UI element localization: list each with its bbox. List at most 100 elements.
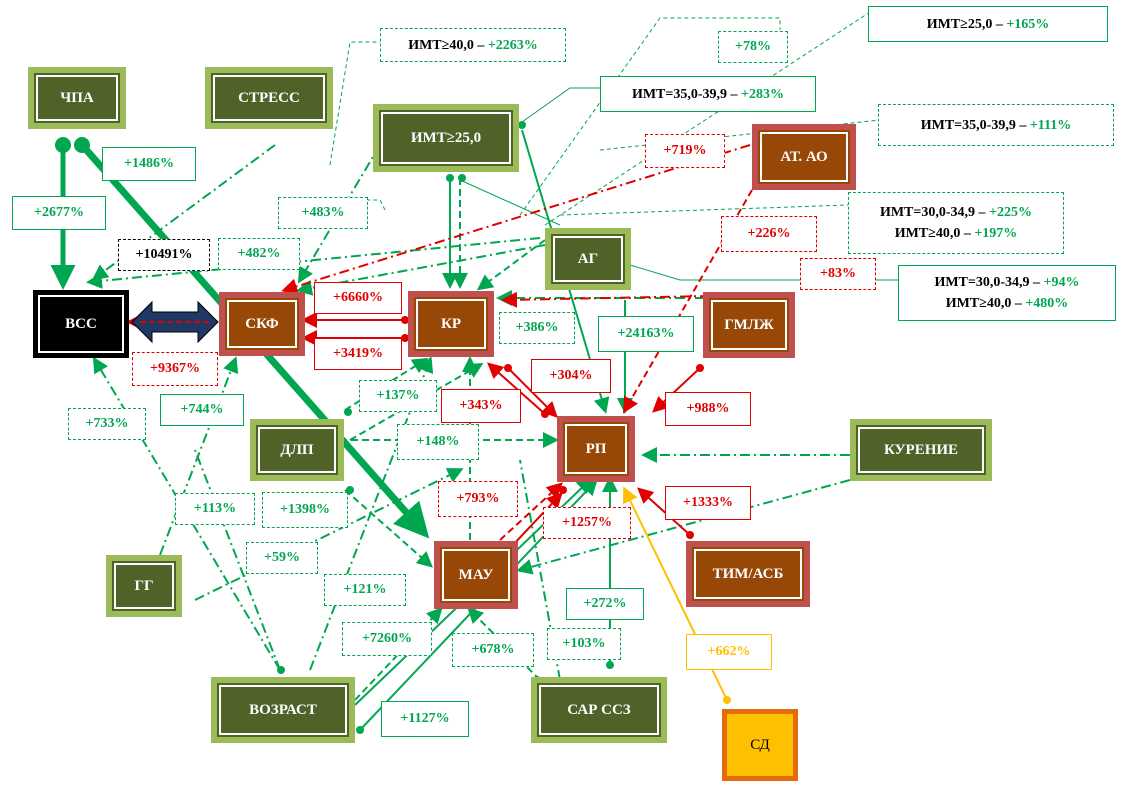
node-skf-label: СКФ — [245, 315, 279, 332]
node-gmlzh-label: ГМЛЖ — [724, 316, 774, 333]
label-p7260: +7260% — [342, 622, 432, 656]
label-p793: +793% — [438, 481, 518, 517]
node-stress[interactable]: СТРЕСС — [205, 67, 333, 129]
label-p662: +662% — [686, 634, 772, 670]
node-gmlzh[interactable]: ГМЛЖ — [703, 292, 795, 358]
node-imt25[interactable]: ИМТ≥25,0 — [373, 104, 519, 172]
node-sar-ssz-label: САР ССЗ — [567, 701, 631, 718]
node-chpa[interactable]: ЧПА — [28, 67, 126, 129]
node-tim-asb[interactable]: ТИМ/АСБ — [686, 541, 810, 607]
node-mau-label: МАУ — [458, 566, 494, 583]
node-tim-asb-label: ТИМ/АСБ — [712, 565, 784, 582]
line-imt25-ag — [459, 179, 561, 226]
label-p137: +137% — [359, 380, 437, 412]
dot-imt25-c — [518, 121, 526, 129]
node-kr[interactable]: КР — [408, 291, 494, 357]
edge-imt25-skf — [297, 144, 381, 284]
node-ag[interactable]: АГ — [545, 228, 631, 290]
dot-gmlzh — [696, 364, 704, 372]
edge-ag-kr — [476, 239, 546, 291]
dot-chpa-1 — [55, 137, 71, 153]
node-imt25-label: ИМТ≥25,0 — [410, 129, 482, 146]
info-imt40: ИМТ≥40,0 – +2263% — [380, 28, 566, 62]
info-imt35-283: ИМТ=35,0-39,9 – +283% — [600, 76, 816, 112]
label-p78: +78% — [718, 31, 788, 63]
node-kr-label: КР — [440, 315, 462, 332]
label-p3419: +3419% — [314, 338, 402, 370]
node-gg-label: ГГ — [134, 577, 154, 594]
label-p483: +483% — [278, 197, 368, 229]
node-dlp[interactable]: ДЛП — [250, 419, 344, 481]
label-p148: +148% — [397, 424, 479, 460]
label-p719: +719% — [645, 134, 725, 168]
node-rp-label: РП — [585, 440, 607, 457]
label-p1127: +1127% — [381, 701, 469, 737]
dot-kr-2 — [401, 334, 409, 342]
node-kurenie-label: КУРЕНИЕ — [883, 441, 959, 458]
node-mau[interactable]: МАУ — [434, 541, 518, 609]
edge-vozrast-kr — [309, 356, 434, 671]
node-sd-label: СД — [750, 736, 770, 753]
info-imt35-111: ИМТ=35,0-39,9 – +111% — [878, 104, 1114, 146]
label-p9367: +9367% — [132, 352, 218, 386]
label-p343: +343% — [441, 389, 521, 423]
node-vozrast-label: ВОЗРАСТ — [249, 701, 317, 718]
double-arrow-vss-skf — [131, 300, 219, 344]
dot-kr-red — [504, 364, 512, 372]
label-p103: +103% — [547, 628, 621, 660]
dot-imt25-a — [446, 174, 454, 182]
label-p10491: +10491% — [118, 239, 210, 271]
dot-vozrast-b — [356, 726, 364, 734]
label-p83: +83% — [800, 258, 876, 290]
edge-dlp-mau — [344, 489, 433, 568]
label-p226: +226% — [721, 216, 817, 252]
dot-dlp — [344, 408, 352, 416]
label-p1257: +1257% — [543, 507, 631, 539]
edge-dlp-kr-b — [349, 363, 484, 441]
dot-sar-a — [606, 661, 614, 669]
dot-kr-1 — [401, 316, 409, 324]
node-sd[interactable]: СД — [722, 709, 798, 781]
info-imt30-225: ИМТ=30,0-34,9 – +225%ИМТ≥40,0 – +197% — [848, 192, 1064, 254]
node-kurenie[interactable]: КУРЕНИЕ — [850, 419, 992, 481]
label-p1398: +1398% — [262, 492, 348, 528]
leader-imt35-283 — [521, 87, 600, 123]
info-imt25-top: ИМТ≥25,0 – +165% — [868, 6, 1108, 42]
node-gg[interactable]: ГГ — [106, 555, 182, 617]
label-p272: +272% — [566, 588, 644, 620]
label-p6660: +6660% — [314, 282, 402, 314]
label-p2677: +2677% — [12, 196, 106, 230]
node-sar-ssz[interactable]: САР ССЗ — [531, 677, 667, 743]
dot-vozrast — [277, 666, 285, 674]
edge-imt25-vss — [86, 237, 541, 289]
label-p59: +59% — [246, 542, 318, 574]
dot-imt25-b — [458, 174, 466, 182]
edge-gg-kr — [194, 468, 464, 601]
dot-tim — [686, 531, 694, 539]
node-at-ao-label: АТ. АО — [780, 148, 828, 165]
dot-rp-red — [541, 410, 549, 418]
node-ag-label: АГ — [577, 250, 599, 267]
leader-imt25-top — [544, 11, 871, 226]
node-vss[interactable]: ВСС — [33, 290, 129, 358]
label-p733: +733% — [68, 408, 146, 440]
node-vozrast[interactable]: ВОЗРАСТ — [211, 677, 355, 743]
label-p482: +482% — [218, 238, 300, 270]
dot-mau-red — [559, 486, 567, 494]
edge-kurenie-mau — [516, 479, 851, 575]
node-chpa-label: ЧПА — [60, 89, 94, 106]
edge-gmlzh-rp — [652, 367, 701, 413]
node-stress-label: СТРЕСС — [238, 89, 300, 106]
node-dlp-label: ДЛП — [280, 441, 314, 458]
node-rp[interactable]: РП — [557, 416, 635, 482]
node-skf[interactable]: СКФ — [219, 292, 305, 356]
label-p304: +304% — [531, 359, 611, 393]
dot-dlp-b — [346, 486, 354, 494]
label-p988: +988% — [665, 392, 751, 426]
node-at-ao[interactable]: АТ. АО — [752, 124, 856, 190]
leader-imt30-225 — [559, 204, 849, 216]
node-vss-label: ВСС — [65, 315, 97, 332]
label-p1486: +1486% — [102, 147, 196, 181]
label-p744: +744% — [160, 394, 244, 426]
leader-78 — [519, 17, 781, 216]
